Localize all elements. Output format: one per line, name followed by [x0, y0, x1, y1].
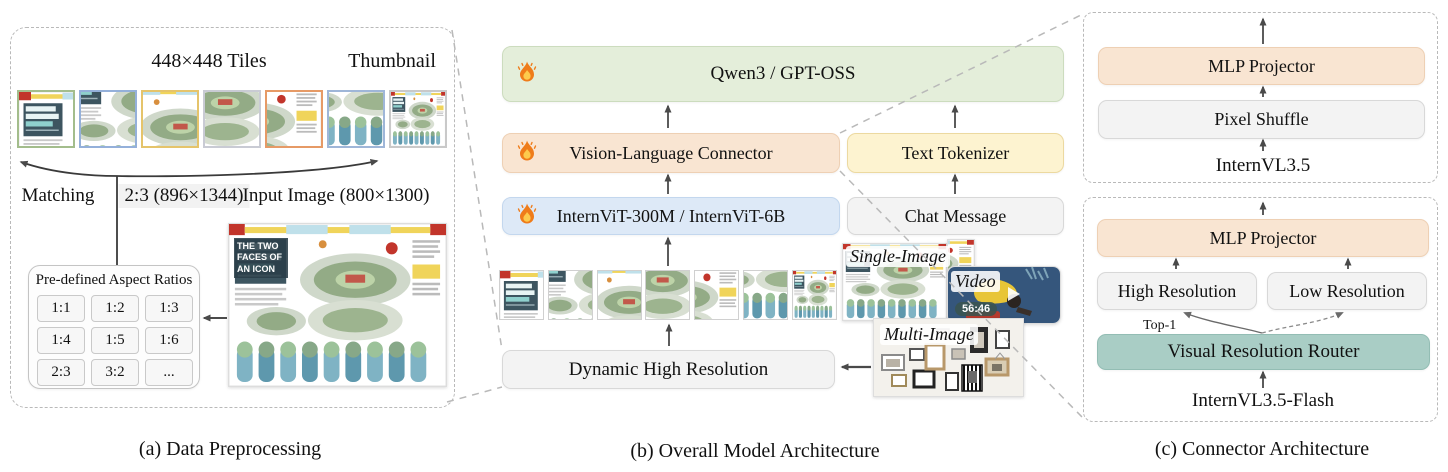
tile-image	[548, 270, 593, 320]
mlp-projector-top-label: MLP Projector	[1208, 55, 1315, 76]
connector-line-a-bottom	[446, 386, 503, 403]
aspect-ratio-cell: 3:2	[91, 359, 139, 386]
tile-image	[597, 270, 642, 320]
caption-panel-a: (a) Data Preprocessing	[138, 438, 322, 460]
caption-panel-c: (c) Connector Architecture	[1154, 438, 1370, 460]
aspect-ratio-cell: 1:4	[37, 327, 85, 354]
connector-line-a-top	[451, 29, 503, 351]
matching-label: Matching	[21, 185, 95, 206]
tile-image-6	[327, 90, 385, 148]
vision-language-connector-box: Vision-Language Connector	[502, 133, 840, 173]
llm-box: Qwen3 / GPT-OSS	[502, 46, 1064, 102]
tile-image-4	[203, 90, 261, 148]
matched-ratio-label: 2:3 (896×1344)	[118, 184, 250, 208]
visual-resolution-router-box: Visual Resolution Router	[1097, 334, 1430, 370]
aspect-ratio-cell: 1:3	[145, 295, 193, 322]
mlp-projector-top-box: MLP Projector	[1098, 47, 1425, 85]
connector-top-panel	[1083, 12, 1438, 183]
fire-icon	[517, 203, 537, 225]
thumbnail-heading: Thumbnail	[348, 50, 436, 72]
router-label: Visual Resolution Router	[1167, 341, 1360, 362]
tile-image	[792, 270, 837, 320]
tile-image	[645, 270, 690, 320]
fire-icon	[517, 140, 537, 162]
tile-image	[499, 270, 544, 320]
input-image-label: Input Image (800×1300)	[242, 185, 430, 206]
single-image-label: Single-Image	[846, 246, 950, 267]
low-resolution-box: Low Resolution	[1267, 272, 1427, 310]
tokenizer-label: Text Tokenizer	[901, 142, 1010, 163]
tile-image-3	[141, 90, 199, 148]
tile-image-2	[79, 90, 137, 148]
high-resolution-label: High Resolution	[1117, 280, 1237, 301]
internvit-box: InternViT-300M / InternViT-6B	[502, 197, 840, 235]
aspect-ratios-box: Pre-defined Aspect Ratios 1:1 1:2 1:3 1:…	[28, 265, 200, 389]
internvl-model-label: InternVL3.5	[1215, 155, 1311, 176]
mlp-projector-bottom-label: MLP Projector	[1209, 227, 1317, 248]
tile-image-1	[17, 90, 75, 148]
caption-panel-b: (b) Overall Model Architecture	[630, 440, 880, 462]
aspect-ratio-cell: 1:1	[37, 295, 85, 322]
input-image-headline: THE TWO FACES OF AN ICON	[234, 238, 288, 278]
connector-label: Vision-Language Connector	[569, 142, 773, 163]
multi-image-label: Multi-Image	[880, 324, 978, 345]
tiles-heading: 448×448 Tiles	[151, 50, 267, 72]
top1-label: Top-1	[1143, 318, 1177, 333]
aspect-ratio-cell: 1:5	[91, 327, 139, 354]
chat-label: Chat Message	[904, 205, 1007, 226]
aspect-ratio-cell: ...	[145, 359, 193, 386]
vit-label: InternViT-300M / InternViT-6B	[556, 205, 786, 226]
tile-image	[743, 270, 788, 320]
pixel-shuffle-label: Pixel Shuffle	[1214, 109, 1309, 129]
video-timestamp: 56:46	[955, 302, 998, 316]
aspect-ratios-title: Pre-defined Aspect Ratios	[35, 272, 193, 288]
pixel-shuffle-box: Pixel Shuffle	[1098, 100, 1425, 139]
internvl-flash-model-label: InternVL3.5-Flash	[1192, 390, 1334, 411]
video-label: Video	[951, 271, 1000, 292]
aspect-ratio-cell: 1:2	[91, 295, 139, 322]
thumbnail-image	[389, 90, 447, 148]
llm-label: Qwen3 / GPT-OSS	[710, 63, 856, 84]
chat-message-box: Chat Message	[847, 197, 1064, 235]
aspect-ratio-cell: 1:6	[145, 327, 193, 354]
dhr-label: Dynamic High Resolution	[568, 358, 769, 380]
tile-image-5	[265, 90, 323, 148]
fire-icon	[517, 61, 537, 83]
high-resolution-box: High Resolution	[1097, 272, 1257, 310]
text-tokenizer-box: Text Tokenizer	[847, 133, 1064, 173]
mlp-projector-bottom-box: MLP Projector	[1097, 219, 1429, 257]
tile-image	[694, 270, 739, 320]
low-resolution-label: Low Resolution	[1289, 280, 1405, 301]
dynamic-high-resolution-box: Dynamic High Resolution	[502, 350, 835, 389]
aspect-ratio-cell: 2:3	[37, 359, 85, 386]
